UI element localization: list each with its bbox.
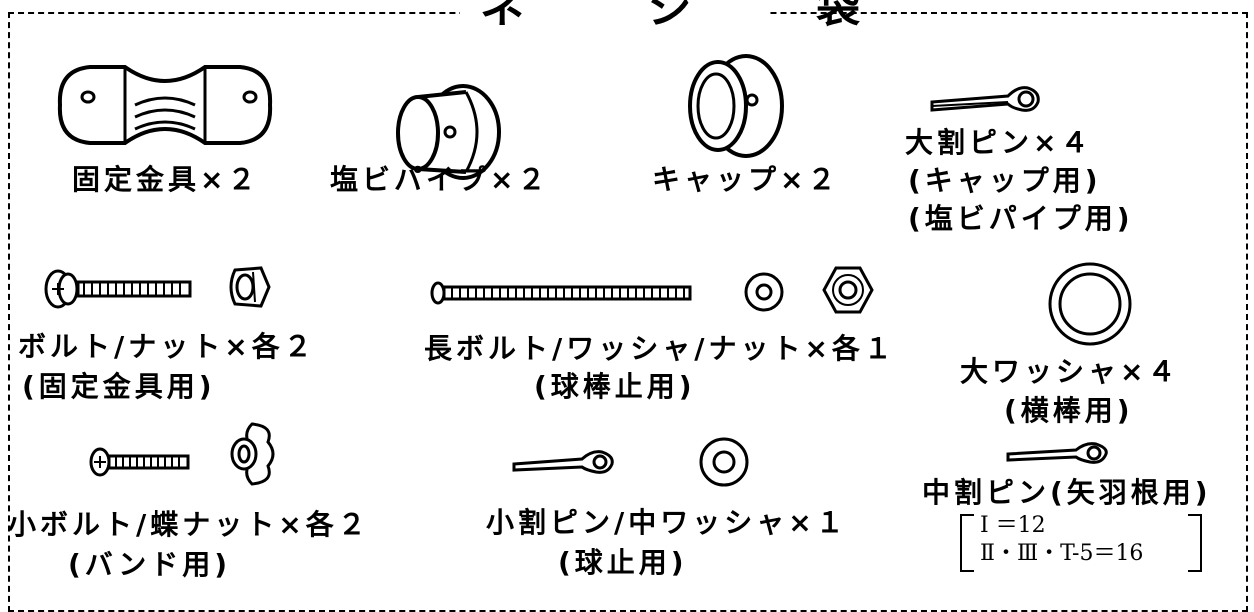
large-washer-label: 大ワッシャ×４ [960,355,1180,388]
large-washer-icon [1048,262,1132,346]
small-pin-washer-label: 小割ピン/中ワッシャ×１ [486,506,848,539]
small-bolt-wingnut-label: 小ボルト/蝶ナット×各２ [8,508,370,541]
small-split-pin-icon [512,450,614,474]
long-bolt-icon [430,281,692,305]
large-split-pin-use-cap: (キャップ用) [908,164,1102,197]
large-split-pin-icon [930,86,1040,112]
wing-nut-icon [230,422,275,486]
spec-line-1: I ＝12 [980,513,1046,538]
spec-values: I ＝12 Ⅱ・Ⅲ・T-5＝16 [980,512,1143,568]
large-washer-use: (横棒用) [1004,394,1134,427]
long-bolt-use: (球棒止用) [534,370,696,403]
spec-line-2: Ⅱ・Ⅲ・T-5＝16 [980,541,1144,566]
small-pin-washer-use: (球止用) [558,546,688,579]
large-split-pin-label: 大割ピン×４ [905,126,1093,159]
spec-bracket-left [960,514,974,572]
bolt-icon [44,269,192,309]
long-bolt-label: 長ボルト/ワッシャ/ナット×各１ [424,332,896,365]
large-split-pin-use-pipe: (塩ビパイプ用) [908,202,1134,235]
small-bolt-wingnut-use: (バンド用) [68,548,231,581]
fixing-bracket-icon [57,65,273,145]
spec-bracket-right [1188,514,1202,572]
medium-split-pin-label: 中割ピン(矢羽根用) [922,476,1212,509]
nut-icon [229,266,271,308]
small-bolt-icon [89,447,190,477]
medium-washer-icon [699,437,749,487]
bag-title: ネ ジ 袋 [480,0,900,33]
pvc-pipe-icon [396,84,501,180]
bolt-nut-use: (固定金具用) [22,370,216,403]
cap-label: キャップ×２ [652,163,840,196]
fixing-bracket-label: 固定金具×２ [72,163,260,196]
pvc-pipe-label: 塩ビパイプ×２ [330,163,550,196]
washer-icon [744,272,784,312]
bolt-nut-label: ボルト/ナット×各２ [18,330,316,363]
hex-nut-icon [822,266,874,314]
medium-split-pin-icon [1006,442,1108,464]
cap-icon [688,54,784,158]
